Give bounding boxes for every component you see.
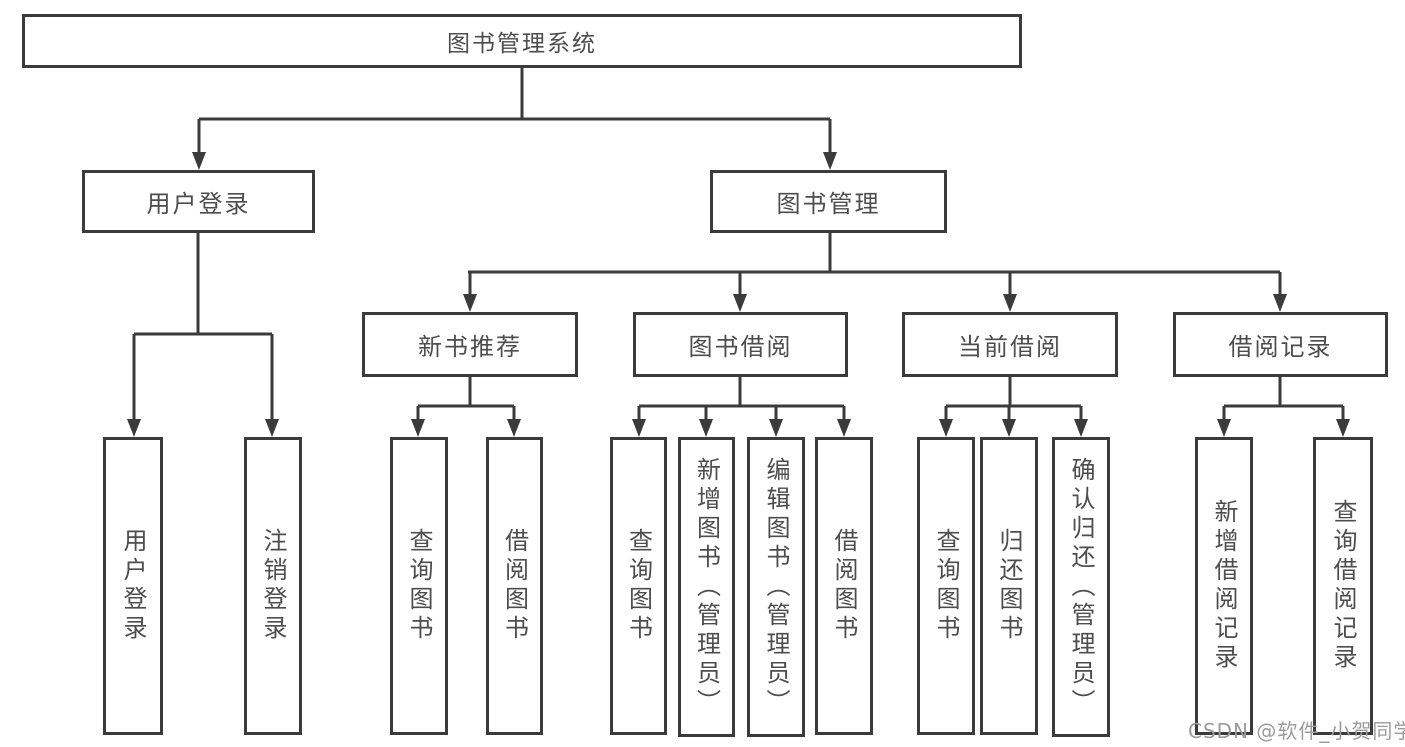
arrow-down-icon: [733, 294, 747, 312]
connector-root-to-level2: [197, 68, 832, 153]
arrow-down-icon: [837, 419, 851, 437]
node-label: 图书管理系统: [447, 31, 597, 57]
arrow-down-icon: [1336, 419, 1350, 437]
node-user-login: 用户登录: [82, 170, 315, 233]
node-label: 查询图书: [932, 528, 960, 644]
arrow-down-icon: [939, 419, 953, 437]
node-label: 用户登录: [119, 528, 147, 644]
node-current-borrowing: 当前借阅: [902, 312, 1118, 377]
arrowheads: [127, 152, 1350, 437]
node-label: 借阅记录: [1228, 333, 1333, 361]
leaf-logout: 注销登录: [244, 437, 302, 735]
arrow-down-icon: [632, 419, 646, 437]
arrow-down-icon: [1003, 294, 1017, 312]
node-label: 编辑图书（管理员）: [762, 456, 790, 718]
leaf-add-borrow-record: 新增借阅记录: [1195, 437, 1253, 735]
arrow-down-icon: [699, 419, 713, 437]
node-label: 查询借阅记录: [1329, 499, 1357, 673]
node-label: 图书借阅: [688, 333, 793, 361]
arrow-down-icon: [1074, 419, 1088, 437]
node-borrowing-records: 借阅记录: [1173, 312, 1388, 377]
connector-user-login-children: [132, 233, 274, 420]
node-label: 查询图书: [405, 528, 433, 644]
node-label: 借阅图书: [500, 528, 529, 644]
node-book-management: 图书管理: [710, 170, 947, 233]
arrow-down-icon: [1002, 419, 1016, 437]
leaf-borrow-books-recommend: 借阅图书: [486, 437, 543, 735]
node-new-book-recommend: 新书推荐: [362, 312, 578, 377]
arrow-down-icon: [507, 419, 521, 437]
leaf-query-books-borrowing: 查询图书: [610, 437, 667, 735]
arrow-down-icon: [823, 152, 837, 170]
leaf-edit-book-admin: 编辑图书（管理员）: [747, 437, 805, 737]
leaf-query-borrow-record: 查询借阅记录: [1313, 437, 1373, 735]
node-label: 注销登录: [259, 528, 287, 644]
arrow-down-icon: [192, 152, 206, 170]
arrow-down-icon: [1273, 294, 1287, 312]
connector-new-book-children: [416, 377, 516, 420]
arrow-down-icon: [127, 419, 141, 437]
leaf-return-book: 归还图书: [980, 437, 1038, 735]
node-label: 新书推荐: [418, 333, 522, 361]
leaf-confirm-return-admin: 确认归还（管理员）: [1052, 437, 1110, 737]
leaf-user-login: 用户登录: [103, 437, 163, 735]
arrow-down-icon: [769, 419, 783, 437]
leaf-query-books-recommend: 查询图书: [390, 437, 448, 735]
node-label: 新增借阅记录: [1210, 499, 1238, 673]
connector-borrowing-records-children: [1222, 377, 1345, 420]
arrow-down-icon: [411, 419, 425, 437]
leaf-borrow-books-borrowing: 借阅图书: [815, 437, 873, 735]
connector-book-management-children: [468, 233, 1282, 295]
node-label: 图书管理: [776, 190, 881, 218]
node-label: 确认归还（管理员）: [1067, 456, 1095, 718]
arrow-down-icon: [1217, 419, 1231, 437]
leaf-query-books-current: 查询图书: [917, 437, 975, 735]
node-label: 借阅图书: [830, 528, 858, 644]
node-label: 当前借阅: [958, 333, 1062, 361]
connector-current-borrowing-children: [944, 377, 1083, 420]
watermark: CSDN @软件_小贺同学: [1188, 719, 1405, 743]
node-library-management-system: 图书管理系统: [22, 14, 1022, 68]
node-label: 新增图书（管理员）: [692, 456, 721, 718]
arrow-down-icon: [265, 419, 279, 437]
arrow-down-icon: [463, 294, 477, 312]
node-label: 查询图书: [624, 528, 653, 644]
leaf-add-book-admin: 新增图书（管理员）: [678, 437, 735, 737]
node-book-borrowing: 图书借阅: [633, 312, 848, 377]
node-label: 归还图书: [995, 528, 1023, 644]
connector-book-borrowing-children: [637, 377, 846, 420]
node-label: 用户登录: [146, 190, 251, 218]
